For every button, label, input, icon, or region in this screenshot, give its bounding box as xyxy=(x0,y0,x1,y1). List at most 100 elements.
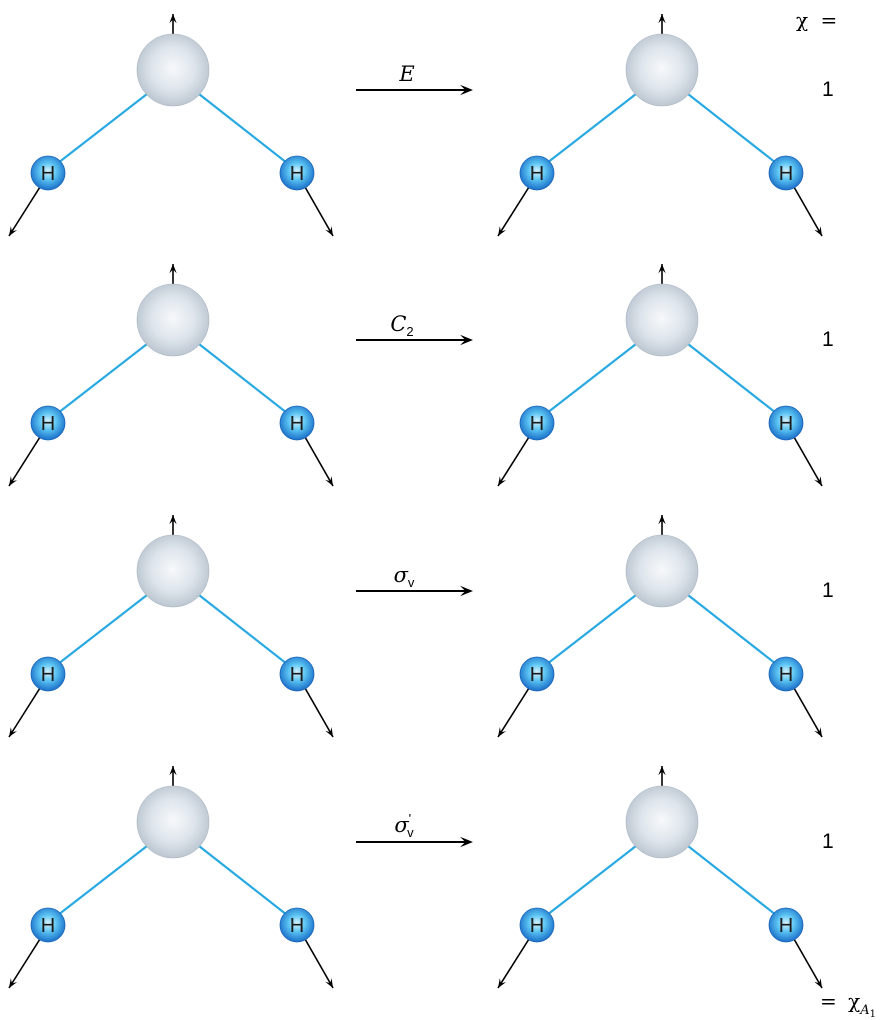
hydrogen-label: H xyxy=(290,163,304,185)
hydrogen-left-vector-head xyxy=(498,226,507,236)
bond-right xyxy=(687,845,777,916)
hydrogen-atom-right: H xyxy=(279,405,315,441)
hydrogen-left-vector xyxy=(8,687,41,738)
hydrogen-atom-right: H xyxy=(768,405,804,441)
hydrogen-left-vector-head xyxy=(498,476,507,486)
central-atom-vector-head xyxy=(169,515,177,525)
central-atom-vector-head xyxy=(658,515,666,525)
central-atom xyxy=(625,785,699,859)
central-atom xyxy=(136,785,210,859)
operation-arrow-head xyxy=(459,334,473,346)
central-atom-vector xyxy=(169,515,177,535)
hydrogen-label: H xyxy=(779,915,793,937)
operation-arrow xyxy=(356,836,473,848)
hydrogen-left-vector-head xyxy=(9,226,18,236)
central-atom xyxy=(136,283,210,357)
hydrogen-label: H xyxy=(290,413,304,435)
hydrogen-atom-left: H xyxy=(30,907,66,943)
central-atom xyxy=(625,534,699,608)
hydrogen-label: H xyxy=(530,163,544,185)
hydrogen-right-vector xyxy=(793,186,823,237)
hydrogen-right-vector-head xyxy=(325,727,333,737)
hydrogen-atom-right: H xyxy=(279,907,315,943)
hydrogen-atom-left: H xyxy=(30,656,66,692)
character-value-e: 1 xyxy=(822,78,834,101)
central-atom-vector-head xyxy=(658,766,666,776)
bond-left xyxy=(57,845,148,916)
hydrogen-right-vector-head xyxy=(325,978,333,988)
hydrogen-right-vector-head xyxy=(814,978,822,988)
operation-label-sigma-v: σv xyxy=(394,563,415,590)
bond-left xyxy=(546,93,637,164)
hydrogen-atom-left: H xyxy=(519,155,555,191)
hydrogen-atom-right: H xyxy=(279,656,315,692)
hydrogen-label: H xyxy=(530,915,544,937)
character-value-sigma-v: 1 xyxy=(822,579,834,602)
hydrogen-label: H xyxy=(41,664,55,686)
hydrogen-atom-right: H xyxy=(279,155,315,191)
hydrogen-left-vector-head xyxy=(498,978,507,988)
central-atom-vector xyxy=(658,14,666,34)
operation-arrow xyxy=(356,334,473,346)
central-atom-vector-head xyxy=(169,264,177,274)
central-atom xyxy=(625,283,699,357)
hydrogen-left-vector-head xyxy=(9,978,18,988)
operation-arrow xyxy=(356,84,473,96)
hydrogen-left-vector xyxy=(497,436,530,487)
hydrogen-right-vector-head xyxy=(814,727,822,737)
hydrogen-label: H xyxy=(290,915,304,937)
hydrogen-right-vector xyxy=(793,687,823,738)
central-atom-vector xyxy=(658,515,666,535)
bond-left xyxy=(546,594,637,665)
hydrogen-left-vector xyxy=(8,938,41,989)
operation-arrow-head xyxy=(459,585,473,597)
hydrogen-right-vector-head xyxy=(325,226,333,236)
bond-left xyxy=(57,594,148,665)
bond-right xyxy=(687,93,777,164)
hydrogen-left-vector xyxy=(8,436,41,487)
bond-right xyxy=(198,845,288,916)
central-atom-vector xyxy=(169,766,177,786)
central-atom-vector xyxy=(658,766,666,786)
hydrogen-right-vector xyxy=(304,687,334,738)
character-value-c2: 1 xyxy=(822,328,834,351)
hydrogen-left-vector xyxy=(497,938,530,989)
hydrogen-atom-left: H xyxy=(30,155,66,191)
hydrogen-left-vector xyxy=(8,186,41,237)
hydrogen-right-vector xyxy=(304,186,334,237)
hydrogen-right-vector-head xyxy=(814,476,822,486)
hydrogen-right-vector xyxy=(793,938,823,989)
operation-arrow-head xyxy=(459,836,473,848)
operation-label-c2: C2 xyxy=(390,312,413,339)
bond-right xyxy=(198,343,288,414)
central-atom xyxy=(625,33,699,107)
chi-header: χ = xyxy=(796,8,837,32)
hydrogen-atom-left: H xyxy=(519,405,555,441)
bond-left xyxy=(546,343,637,414)
hydrogen-atom-left: H xyxy=(30,405,66,441)
bond-right xyxy=(198,594,288,665)
operation-label-sigma-v-prime: σ'v xyxy=(394,811,414,840)
hydrogen-right-vector xyxy=(304,938,334,989)
bond-left xyxy=(546,845,637,916)
bond-left xyxy=(57,343,148,414)
hydrogen-atom-left: H xyxy=(519,907,555,943)
hydrogen-left-vector xyxy=(497,687,530,738)
hydrogen-atom-right: H xyxy=(768,155,804,191)
hydrogen-left-vector-head xyxy=(498,727,507,737)
central-atom xyxy=(136,33,210,107)
hydrogen-label: H xyxy=(779,413,793,435)
hydrogen-label: H xyxy=(290,664,304,686)
irrep-result-label: = χA1 xyxy=(820,989,876,1020)
hydrogen-left-vector xyxy=(497,186,530,237)
central-atom-vector xyxy=(169,264,177,284)
